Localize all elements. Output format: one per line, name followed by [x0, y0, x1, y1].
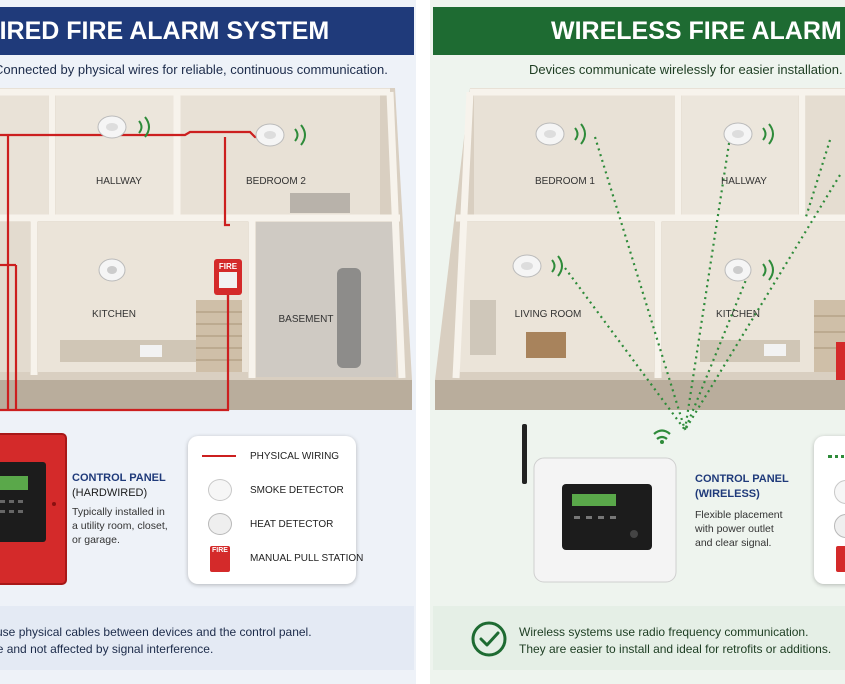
- house-slab: [0, 380, 412, 410]
- wired-title: WIRED FIRE ALARM SYSTEM: [0, 17, 330, 45]
- kitchen-sink: [140, 345, 162, 357]
- heat-detector-kitchen: [724, 258, 774, 282]
- room-label-living: LIVING ROOM: [515, 309, 582, 320]
- smoke-detector-hallway: [723, 122, 774, 146]
- wireless-panel: WIRELESS FIRE ALARM SYSTEM Devices commu…: [430, 0, 845, 684]
- signal-waves-icon: [762, 123, 774, 145]
- wireless-title-banner: WIRELESS FIRE ALARM SYSTEM: [433, 7, 845, 55]
- legend-item-smoke: SMOKE DETECTOR: [188, 478, 356, 502]
- control-panel-desc-line3: or garage.: [72, 534, 120, 546]
- wireless-signal-line-icon: [828, 455, 845, 458]
- heat-detector-kitchen: [98, 258, 126, 282]
- wired-footer: Wired systems use physical cables betwee…: [0, 606, 414, 670]
- signal-waves-icon: [762, 259, 774, 281]
- panel-divider: [416, 0, 430, 684]
- physical-wiring: [0, 130, 275, 412]
- wireless-footer-line2: They are easier to install and ideal for…: [519, 642, 832, 656]
- wireless-control-panel-description: Flexible placement with power outlet and…: [695, 508, 783, 550]
- wireless-control-panel-desc-line2: with power outlet: [695, 523, 774, 535]
- bed: [290, 193, 350, 213]
- pull-station-label: FIRE: [219, 262, 238, 271]
- smoke-detector-living: [512, 254, 563, 278]
- wiring-line-icon: [202, 455, 236, 457]
- room-right-edge: [806, 95, 845, 215]
- wireless-signal-paths: [564, 136, 841, 431]
- legend-label-pull: MANUAL PULL STATION: [250, 552, 364, 564]
- wireless-control-panel-device: [522, 424, 677, 583]
- wireless-footer: Wireless systems use radio frequency com…: [433, 606, 845, 670]
- room-label-bedroom-1: BEDROOM 1: [535, 176, 595, 187]
- wired-subtitle: Connected by physical wires for reliable…: [0, 62, 388, 77]
- manual-pull-station: FIRE: [214, 259, 242, 295]
- wired-panel: WIRED FIRE ALARM SYSTEM Connected by phy…: [0, 0, 416, 684]
- control-panel-desc-line1: Typically installed in: [72, 506, 165, 518]
- wifi-icon: [653, 429, 671, 440]
- wireless-house-diagram: BEDROOM 1 HALLWAY LIVING ROOM KITCHEN: [435, 88, 845, 431]
- water-heater: [337, 268, 361, 368]
- room-hallway: [682, 95, 798, 215]
- room-hallway: [56, 95, 174, 215]
- legend-label-wiring: PHYSICAL WIRING: [250, 450, 340, 462]
- signal-waves-icon: [574, 123, 586, 145]
- room-label-bedroom-2: BEDROOM 2: [246, 176, 306, 187]
- smoke-detector-icon: [208, 479, 232, 501]
- wireless-legend-partial: [814, 436, 845, 584]
- signal-waves-icon: [294, 124, 306, 146]
- control-panel-desc-line2: a utility room, closet,: [72, 520, 168, 532]
- room-label-hallway: HALLWAY: [96, 176, 142, 187]
- smoke-detector-bedroom: [255, 123, 306, 147]
- wired-title-banner: WIRED FIRE ALARM SYSTEM: [0, 7, 414, 55]
- pull-station-icon: [836, 546, 845, 572]
- check-circle-icon: [471, 621, 507, 657]
- stairs: [196, 300, 242, 372]
- house-walls: [452, 88, 845, 379]
- legend-label-smoke: SMOKE DETECTOR: [250, 484, 344, 496]
- wireless-title: WIRELESS FIRE ALARM SYSTEM: [551, 17, 845, 45]
- legend-label-heat: HEAT DETECTOR: [250, 518, 334, 530]
- smoke-detector-hallway: [97, 115, 150, 139]
- wireless-footer-line1: Wireless systems use radio frequency com…: [519, 625, 809, 639]
- sofa: [470, 300, 496, 355]
- heat-detector-icon: [834, 514, 845, 538]
- legend-item-heat: HEAT DETECTOR: [188, 512, 356, 536]
- wireless-control-panel-desc-line1: Flexible placement: [695, 509, 783, 521]
- signal-waves-icon: [138, 116, 150, 138]
- wireless-control-panel-title: CONTROL PANEL (WIRELESS): [695, 472, 789, 502]
- legend-item-pull: FIRE MANUAL PULL STATION: [188, 546, 363, 572]
- wireless-control-panel-title-line2: (WIRELESS): [695, 488, 760, 500]
- control-panel-description: Typically installed in a utility room, c…: [72, 505, 168, 547]
- wireless-subtitle: Devices communicate wirelessly for easie…: [529, 62, 843, 77]
- smoke-detector-icon: [834, 480, 845, 504]
- house-walls: [0, 88, 406, 379]
- hardwired-control-panel-device: [0, 433, 67, 585]
- control-panel-title-line1: CONTROL PANEL: [72, 472, 166, 484]
- wireless-control-panel-title-line1: CONTROL PANEL: [695, 473, 789, 485]
- pull-station-partial: [836, 342, 845, 380]
- room-label-basement: BASEMENT: [278, 314, 333, 325]
- house-slab: [435, 380, 845, 410]
- room-label-kitchen: KITCHEN: [716, 309, 760, 320]
- wired-legend: PHYSICAL WIRING SMOKE DETECTOR HEAT DETE…: [188, 436, 363, 584]
- heat-detector-icon: [208, 513, 232, 535]
- wireless-control-panel-desc-line3: and clear signal.: [695, 537, 772, 549]
- antenna: [522, 424, 527, 484]
- coffee-table: [526, 332, 566, 358]
- wired-house-diagram: FIRE HALLWAY BEDROOM 2 KITCHEN BASEMENT: [0, 88, 412, 412]
- room-bedroom-1: [474, 95, 674, 215]
- signal-waves-icon: [551, 255, 563, 277]
- pull-station-icon: FIRE: [210, 546, 230, 572]
- smoke-detector-bedroom-1: [535, 122, 586, 146]
- control-panel-title-line2: (HARDWIRED): [72, 487, 148, 499]
- wired-footer-line2: They are reliable and not affected by si…: [0, 642, 214, 656]
- wired-footer-line1: Wired systems use physical cables betwee…: [0, 625, 312, 639]
- room-label-kitchen: KITCHEN: [92, 309, 136, 320]
- room-label-hallway: HALLWAY: [721, 176, 767, 187]
- legend-item-wiring: PHYSICAL WIRING: [188, 444, 356, 468]
- control-panel-title: CONTROL PANEL (HARDWIRED): [72, 471, 166, 501]
- room-basement: [256, 222, 396, 377]
- kitchen-sink: [764, 344, 786, 356]
